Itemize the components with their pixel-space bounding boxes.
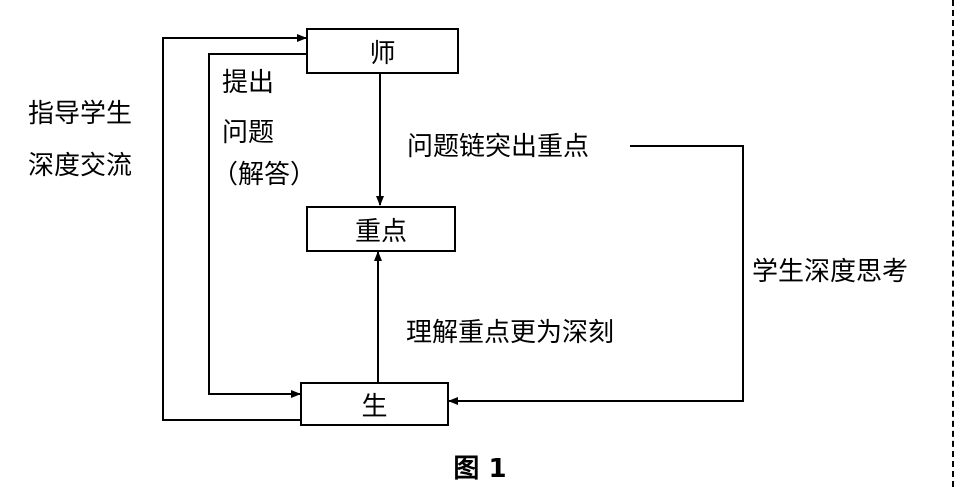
label-ask-line3: （解答） <box>212 160 317 190</box>
connector-thinking-loop <box>448 145 744 405</box>
node-student: 生 <box>300 382 449 426</box>
label-deep-thinking: 学生深度思考 <box>752 257 909 287</box>
label-ask-line2: 问题 <box>222 118 275 148</box>
node-student-label: 生 <box>361 391 388 422</box>
node-teacher: 师 <box>306 28 459 74</box>
label-guide-line2: 深度交流 <box>28 151 133 181</box>
node-focus: 重点 <box>306 206 456 252</box>
label-guide-line1: 指导学生 <box>28 99 133 129</box>
node-focus-label: 重点 <box>354 216 407 247</box>
figure-caption: 图 1 <box>453 454 507 484</box>
connector-guide-loop <box>162 34 307 421</box>
label-ask-line1: 提出 <box>222 68 275 98</box>
page-edge-dashed-line <box>952 0 954 487</box>
label-understand-deeper: 理解重点更为深刻 <box>406 318 615 348</box>
label-question-chain: 问题链突出重点 <box>407 134 596 160</box>
node-teacher-label: 师 <box>369 38 396 69</box>
connector-ask-loop <box>208 53 306 398</box>
